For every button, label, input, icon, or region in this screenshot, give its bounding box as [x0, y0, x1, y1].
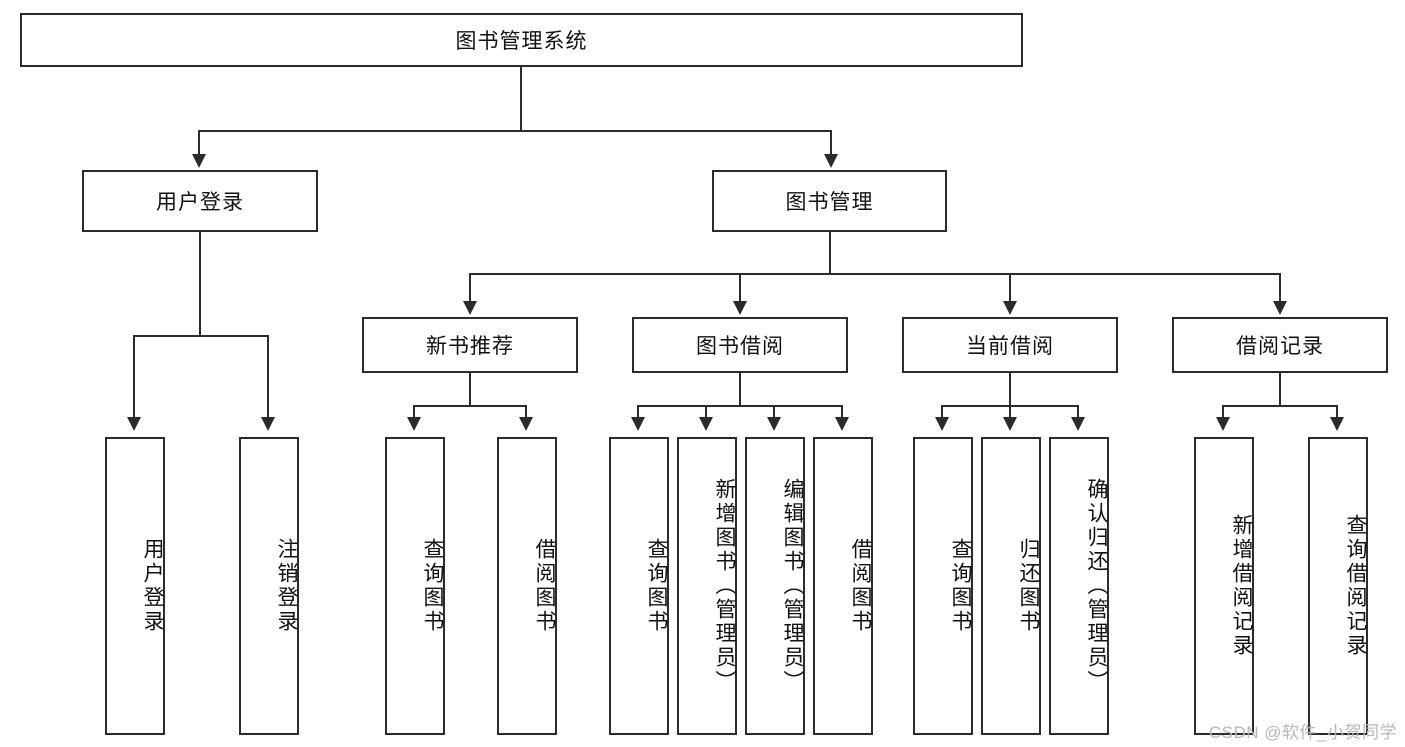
leaf-user-login-logout[interactable]: 注销登录 [239, 437, 299, 735]
edge-to-borrow-record [1279, 273, 1281, 303]
node-label: 查询借阅记录 [1344, 514, 1367, 658]
edge-book-borrow-child-3 [773, 405, 775, 419]
arrow-book-borrow-child-1 [631, 417, 645, 431]
leaf-book-borrow-query[interactable]: 查询图书 [609, 437, 669, 735]
arrow-to-book-borrow [733, 301, 747, 315]
node-user-login[interactable]: 用户登录 [82, 170, 318, 232]
arrow-borrow-record-child-2 [1330, 417, 1344, 431]
leaf-user-login-login[interactable]: 用户登录 [105, 437, 165, 735]
csdn-watermark: CSDN @软件_小贺同学 [1208, 723, 1397, 742]
arrow-current-borrow-child-2 [1003, 417, 1017, 431]
edge-borrow-record-stem [1279, 373, 1281, 407]
edge-current-borrow-stem [1009, 373, 1011, 407]
node-label: 用户登录 [156, 191, 244, 214]
edge-borrow-record-child-2 [1336, 405, 1338, 419]
edge-bus-borrow-record [1222, 405, 1338, 407]
arrow-current-borrow-child-1 [935, 417, 949, 431]
edge-book-borrow-stem [739, 373, 741, 407]
edge-bus-book-borrow [637, 405, 843, 407]
arrow-current-borrow-child-3 [1071, 417, 1085, 431]
edge-user-login-child-1 [133, 335, 135, 419]
edge-root-stem [520, 67, 522, 131]
arrow-user-login-child-1 [127, 417, 141, 431]
node-book-borrow[interactable]: 图书借阅 [632, 317, 848, 373]
edge-to-user-login [198, 130, 200, 156]
node-label: 归还图书 [1017, 538, 1040, 634]
arrow-borrow-record-child-1 [1216, 417, 1230, 431]
arrow-new-book-recommend-child-1 [407, 417, 421, 431]
node-label: 查询图书 [645, 538, 668, 634]
node-label: 借阅记录 [1236, 335, 1324, 358]
edge-new-book-recommend-child-2 [525, 405, 527, 419]
arrow-book-borrow-child-4 [835, 417, 849, 431]
edge-to-book-borrow [739, 273, 741, 303]
arrow-to-book-management [824, 154, 838, 168]
edge-current-borrow-child-2 [1009, 405, 1011, 419]
leaf-current-borrow-confirm-return[interactable]: 确认归还（管理员） [1049, 437, 1109, 735]
leaf-book-borrow-edit[interactable]: 编辑图书（管理员） [745, 437, 805, 735]
node-label: 借阅图书 [533, 538, 556, 634]
node-label: 图书管理系统 [455, 30, 588, 53]
edge-current-borrow-child-1 [941, 405, 943, 419]
node-borrow-record[interactable]: 借阅记录 [1172, 317, 1388, 373]
node-root-book-management-system[interactable]: 图书管理系统 [20, 13, 1023, 67]
edge-bus-level1 [198, 130, 832, 132]
edge-to-current-borrow [1009, 273, 1011, 303]
edge-book-borrow-child-4 [841, 405, 843, 419]
edge-book-management-stem [829, 232, 831, 274]
edge-new-book-recommend-stem [469, 373, 471, 407]
node-label: 查询图书 [421, 538, 444, 634]
node-current-borrow[interactable]: 当前借阅 [902, 317, 1118, 373]
arrow-to-user-login [192, 154, 206, 168]
leaf-book-borrow-borrow[interactable]: 借阅图书 [813, 437, 873, 735]
node-label: 当前借阅 [966, 335, 1054, 358]
edge-user-login-child-2 [267, 335, 269, 419]
arrow-to-borrow-record [1273, 301, 1287, 315]
leaf-new-book-borrow[interactable]: 借阅图书 [497, 437, 557, 735]
edge-bus-level3 [469, 273, 1280, 275]
node-label: 新增图书（管理员） [713, 478, 736, 694]
edge-book-borrow-child-2 [705, 405, 707, 419]
arrow-book-borrow-child-3 [767, 417, 781, 431]
edge-to-new-book-recommend [469, 273, 471, 303]
edge-bus-user-login [133, 335, 269, 337]
edge-borrow-record-child-1 [1222, 405, 1224, 419]
arrow-to-current-borrow [1003, 301, 1017, 315]
node-label: 借阅图书 [849, 538, 872, 634]
edge-book-borrow-child-1 [637, 405, 639, 419]
node-label: 新书推荐 [426, 335, 514, 358]
leaf-new-book-query[interactable]: 查询图书 [385, 437, 445, 735]
node-label: 注销登录 [275, 538, 298, 634]
arrow-new-book-recommend-child-2 [519, 417, 533, 431]
leaf-borrow-record-query[interactable]: 查询借阅记录 [1308, 437, 1368, 735]
edge-to-book-management [830, 130, 832, 156]
node-label: 编辑图书（管理员） [781, 478, 804, 694]
leaf-borrow-record-add[interactable]: 新增借阅记录 [1194, 437, 1254, 735]
node-label: 图书管理 [785, 191, 874, 214]
edge-current-borrow-child-3 [1077, 405, 1079, 419]
node-label: 用户登录 [141, 538, 164, 634]
edge-bus-new-book-recommend [413, 405, 527, 407]
leaf-book-borrow-add[interactable]: 新增图书（管理员） [677, 437, 737, 735]
node-label: 图书借阅 [696, 335, 784, 358]
leaf-current-borrow-return[interactable]: 归还图书 [981, 437, 1041, 735]
arrow-to-new-book-recommend [463, 301, 477, 315]
arrow-user-login-child-2 [261, 417, 275, 431]
edge-new-book-recommend-child-1 [413, 405, 415, 419]
node-book-management[interactable]: 图书管理 [712, 170, 947, 232]
node-label: 新增借阅记录 [1230, 514, 1253, 658]
arrow-book-borrow-child-2 [699, 417, 713, 431]
node-label: 确认归还（管理员） [1085, 478, 1108, 694]
edge-user-login-stem [199, 232, 201, 336]
leaf-current-borrow-query[interactable]: 查询图书 [913, 437, 973, 735]
node-label: 查询图书 [949, 538, 972, 634]
node-new-book-recommend[interactable]: 新书推荐 [362, 317, 578, 373]
